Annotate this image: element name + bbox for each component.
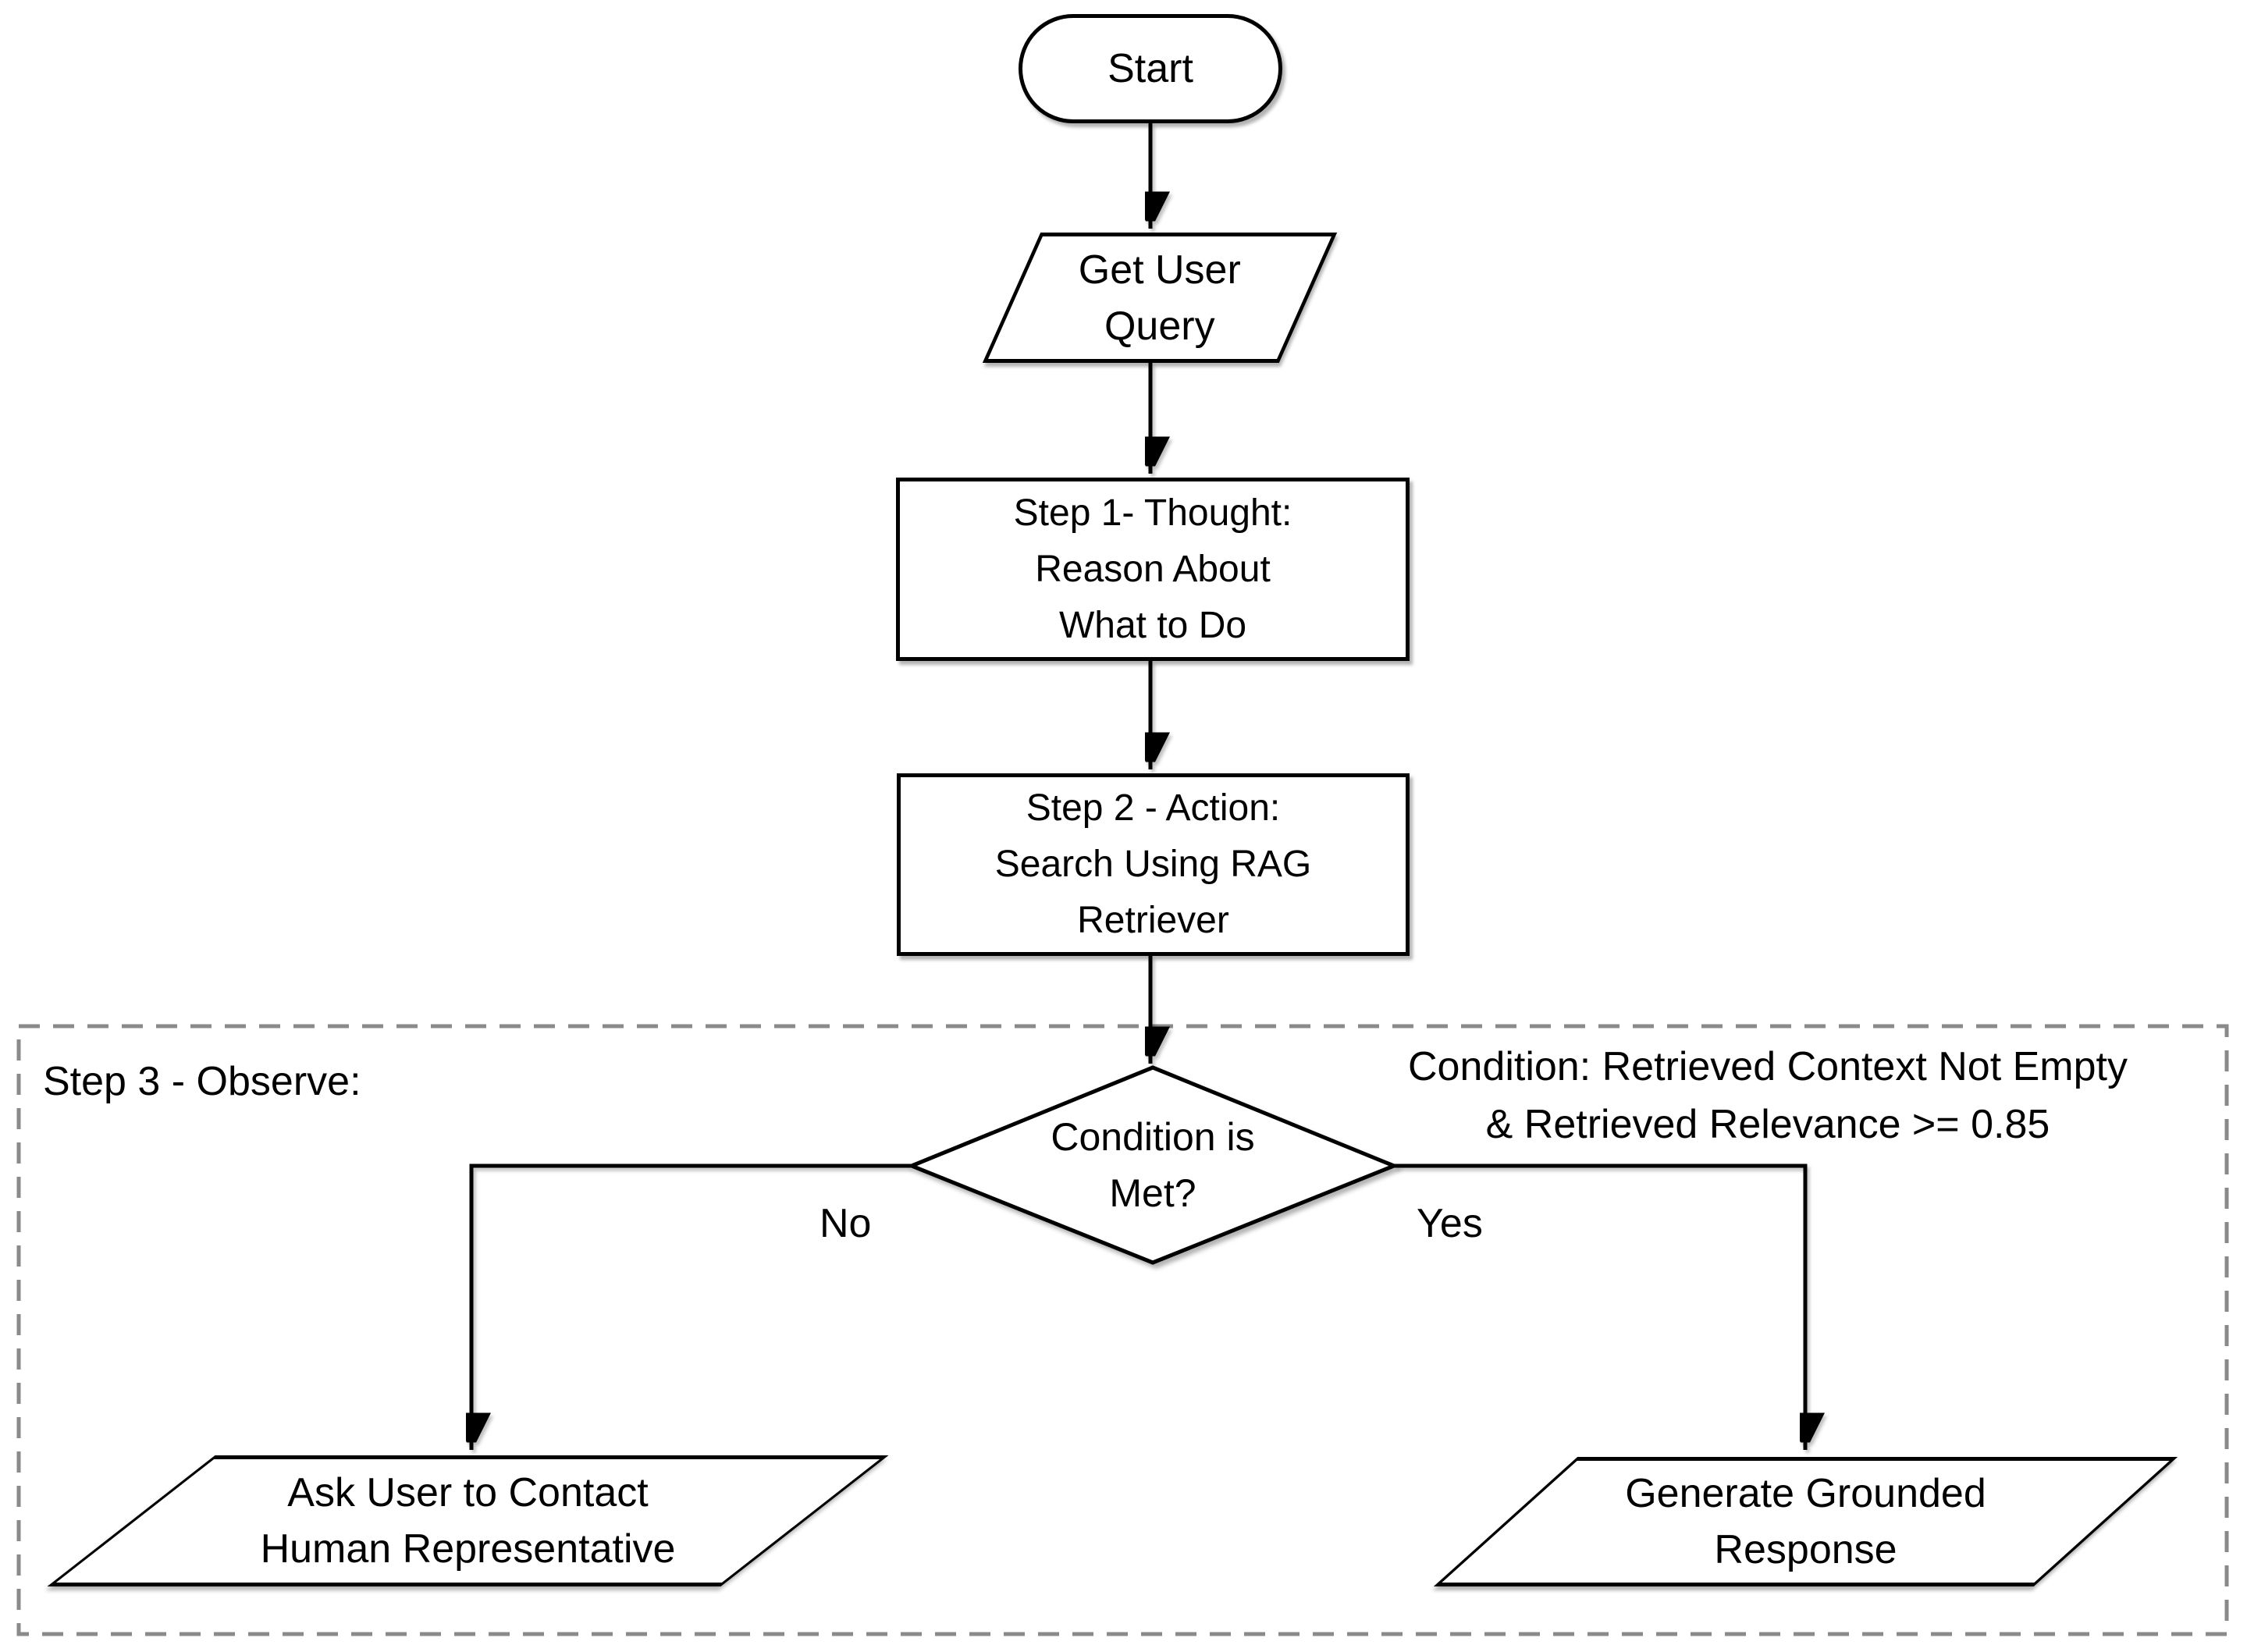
- arrow-decision-yes-branch: [1394, 1164, 1805, 1450]
- step1-line3: What to Do: [1058, 604, 1247, 646]
- get-user-query-text: Get User Query: [1015, 242, 1304, 354]
- step2-line2: Search Using RAG: [994, 844, 1312, 885]
- generate-response-node: Generate Grounded Response: [1433, 1457, 2178, 1586]
- arrow-decision-no-branch: [471, 1164, 911, 1450]
- generate-response-line1: Generate Grounded: [1625, 1471, 1986, 1516]
- step2-text: Step 2 - Action: Search Using RAG Retrie…: [901, 780, 1406, 949]
- step1-node: Step 1- Thought: Reason About What to Do: [896, 478, 1410, 661]
- step2-line3: Retriever: [1077, 900, 1229, 941]
- generate-response-text: Generate Grounded Response: [1509, 1465, 2102, 1578]
- step2-node: Step 2 - Action: Search Using RAG Retrie…: [897, 773, 1410, 956]
- get-user-query-line2: Query: [1104, 303, 1215, 349]
- ask-user-line2: Human Representative: [260, 1526, 676, 1572]
- get-user-query-node: Get User Query: [982, 233, 1338, 363]
- decision-node-text: Condition is Met?: [997, 1109, 1309, 1221]
- generate-response-line2: Response: [1714, 1527, 1897, 1572]
- ask-user-text: Ask User to Contact Human Representative: [135, 1465, 801, 1577]
- step1-line1: Step 1- Thought:: [1013, 492, 1292, 534]
- ask-user-line1: Ask User to Contact: [287, 1470, 649, 1515]
- start-label: Start: [1108, 46, 1193, 91]
- yes-edge-label: Yes: [1417, 1201, 1483, 1246]
- start-node: Start: [1019, 14, 1282, 123]
- no-edge-label: No: [820, 1201, 872, 1246]
- decision-line2: Met?: [1109, 1171, 1196, 1215]
- condition-note-line1: Condition: Retrieved Context Not Empty: [1408, 1044, 2128, 1089]
- get-user-query-line1: Get User: [1078, 247, 1242, 293]
- step2-line1: Step 2 - Action:: [1026, 787, 1281, 829]
- step3-group-label: Step 3 - Observe:: [43, 1059, 361, 1104]
- decision-diamond-shape: [906, 1065, 1399, 1265]
- step3-group-box: [16, 1024, 2229, 1636]
- condition-note: Condition: Retrieved Context Not Empty &…: [1331, 1038, 2205, 1153]
- step1-line2: Reason About: [1035, 548, 1271, 590]
- decision-line1: Condition is: [1051, 1115, 1255, 1159]
- condition-note-line2: & Retrieved Relevance >= 0.85: [1485, 1102, 2050, 1147]
- step1-text: Step 1- Thought: Reason About What to Do: [900, 485, 1406, 654]
- ask-user-node: Ask User to Contact Human Representative: [47, 1455, 889, 1586]
